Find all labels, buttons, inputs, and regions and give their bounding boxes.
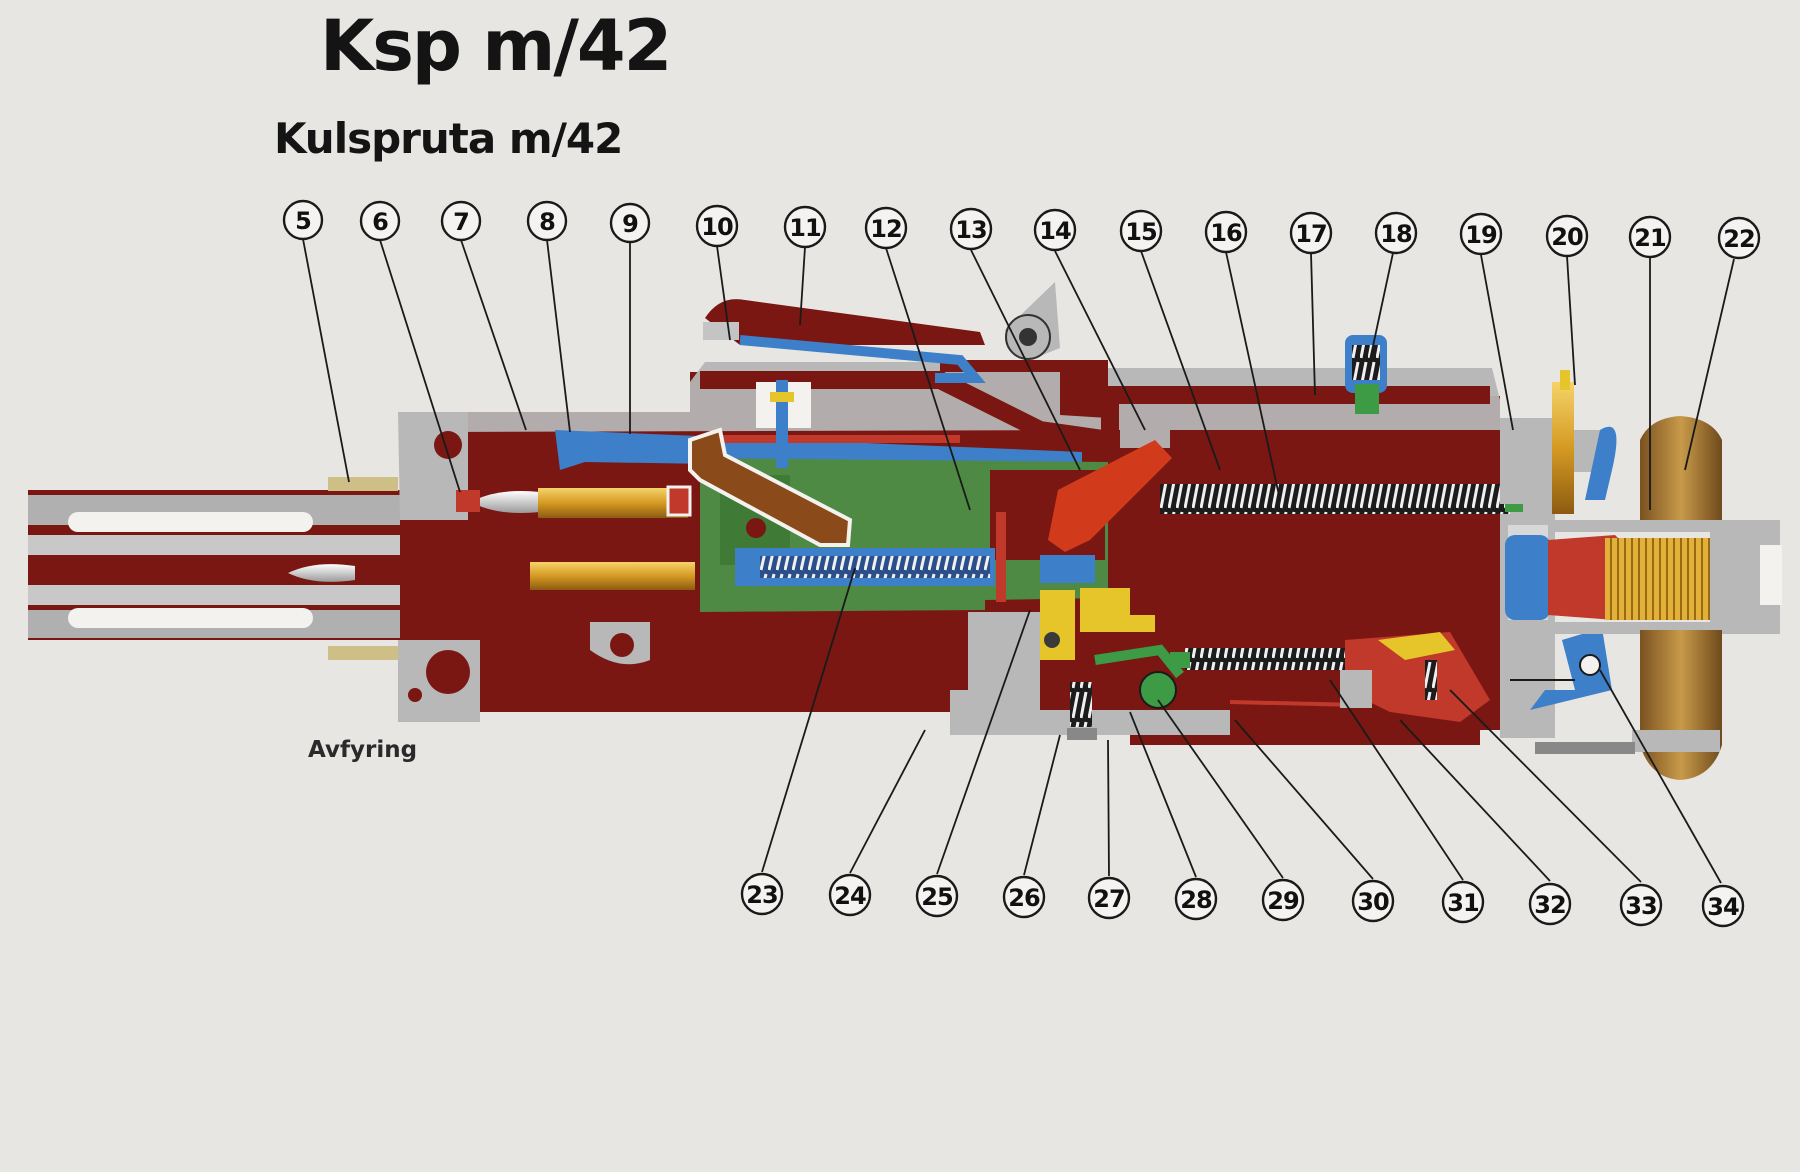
chamber-cartridge <box>530 562 695 590</box>
callout-24: 24 <box>828 873 872 917</box>
bottom-callouts: 23 24 25 26 27 28 29 30 31 32 33 34 <box>740 872 1745 928</box>
callout-31: 31 <box>1441 880 1485 924</box>
sear <box>1040 590 1075 660</box>
callout-6: 6 <box>359 200 401 242</box>
gun-cutaway <box>28 282 1782 780</box>
firing-caption: Avfyring <box>308 737 417 763</box>
trigger <box>1345 632 1490 722</box>
top-callouts: 5 6 7 8 9 10 11 12 13 14 15 16 17 18 19 … <box>282 199 1761 260</box>
svg-text:25: 25 <box>921 883 953 911</box>
callout-30: 30 <box>1351 879 1395 923</box>
callout-10: 10 <box>695 204 739 248</box>
svg-text:9: 9 <box>622 210 638 238</box>
callout-27: 27 <box>1087 876 1131 920</box>
callout-26: 26 <box>1002 875 1046 919</box>
callout-7: 7 <box>440 200 482 242</box>
svg-text:34: 34 <box>1707 893 1739 921</box>
svg-text:14: 14 <box>1039 217 1071 245</box>
svg-text:19: 19 <box>1465 221 1497 249</box>
svg-text:20: 20 <box>1551 223 1583 251</box>
callout-16: 16 <box>1204 210 1248 254</box>
callout-29: 29 <box>1261 878 1305 922</box>
diagram-title: Ksp m/42 <box>320 5 670 87</box>
chambered-bullet <box>288 564 355 582</box>
svg-text:13: 13 <box>955 216 986 244</box>
callout-5: 5 <box>282 199 324 241</box>
svg-text:7: 7 <box>453 208 469 236</box>
svg-text:21: 21 <box>1634 224 1666 252</box>
svg-text:5: 5 <box>295 207 311 235</box>
feed-lever <box>688 427 853 547</box>
svg-text:26: 26 <box>1008 884 1040 912</box>
callout-20: 20 <box>1545 214 1589 258</box>
svg-text:23: 23 <box>746 881 777 909</box>
callout-15: 15 <box>1119 209 1163 253</box>
callout-32: 32 <box>1528 882 1572 926</box>
callout-22: 22 <box>1717 216 1761 260</box>
leader-lines <box>302 238 1735 884</box>
feed-cartridge <box>538 488 688 518</box>
buffer-thread <box>1605 538 1710 620</box>
svg-text:22: 22 <box>1723 225 1754 253</box>
trigger-spring <box>1185 648 1350 670</box>
callout-19: 19 <box>1459 212 1503 256</box>
svg-text:31: 31 <box>1447 889 1479 917</box>
svg-text:10: 10 <box>701 213 733 241</box>
callout-14: 14 <box>1033 208 1077 252</box>
callout-12: 12 <box>864 206 908 250</box>
lower-grip <box>1640 630 1722 780</box>
svg-text:30: 30 <box>1357 888 1389 916</box>
callout-17: 17 <box>1289 211 1333 255</box>
callout-25: 25 <box>915 874 959 918</box>
bolt-spring <box>760 556 990 578</box>
svg-text:29: 29 <box>1267 887 1299 915</box>
callout-11: 11 <box>783 205 827 249</box>
callout-28: 28 <box>1174 877 1218 921</box>
callout-13: 13 <box>949 207 993 251</box>
svg-text:8: 8 <box>539 208 555 236</box>
recoil-spring <box>1160 484 1510 514</box>
svg-text:12: 12 <box>870 215 901 243</box>
svg-text:16: 16 <box>1210 219 1242 247</box>
top-slide <box>555 430 1082 470</box>
feed-bullet <box>475 491 540 513</box>
callout-34: 34 <box>1701 884 1745 928</box>
charging-handle <box>1048 440 1172 552</box>
svg-text:28: 28 <box>1180 886 1212 914</box>
svg-text:24: 24 <box>834 882 866 910</box>
callout-8: 8 <box>526 200 568 242</box>
svg-text:6: 6 <box>372 208 388 236</box>
callout-9: 9 <box>609 202 651 244</box>
svg-text:18: 18 <box>1380 220 1412 248</box>
callout-23: 23 <box>740 872 784 916</box>
rear-sight-post <box>1552 382 1574 514</box>
upper-grip <box>1640 416 1722 520</box>
svg-text:17: 17 <box>1295 220 1326 248</box>
svg-text:32: 32 <box>1534 891 1565 919</box>
svg-text:33: 33 <box>1625 892 1656 920</box>
callout-18: 18 <box>1374 211 1418 255</box>
svg-text:15: 15 <box>1125 218 1157 246</box>
feed-cover-lever <box>705 299 985 345</box>
svg-text:11: 11 <box>789 214 821 242</box>
svg-text:27: 27 <box>1093 885 1124 913</box>
callout-21: 21 <box>1628 215 1672 259</box>
callout-33: 33 <box>1619 883 1663 927</box>
diagram-subtitle: Kulspruta m/42 <box>274 114 622 163</box>
